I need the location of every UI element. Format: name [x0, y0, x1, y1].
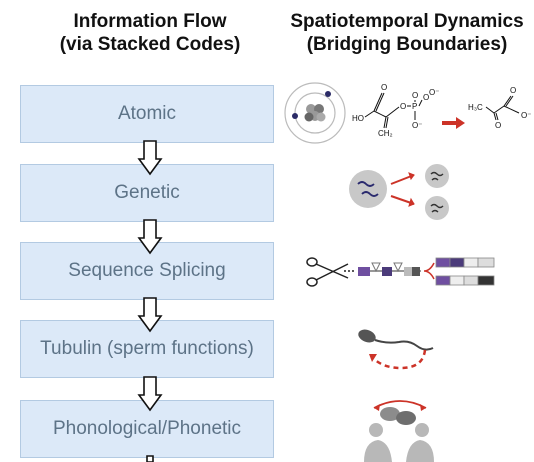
people-icon — [364, 423, 434, 462]
svg-text:H₃C: H₃C — [468, 103, 483, 112]
right-title-line-2: (Bridging Boundaries) — [306, 34, 508, 55]
spliced-mrna-isoform-icon — [435, 275, 495, 286]
molecule-pep: HO O O P O O⁻ O O⁻ CH₂ — [352, 83, 439, 138]
flow-arrow-down-icon — [137, 376, 163, 412]
sperm-icon — [358, 329, 434, 351]
molecule-pyruvate: H₃C O O O⁻ — [468, 86, 531, 130]
pre-mrna-exons-icon — [358, 262, 421, 276]
motion-dashed-arrow-icon — [372, 349, 427, 370]
scissors-icon — [306, 257, 356, 287]
sperm-illustration — [358, 329, 434, 370]
level-label: Atomic — [117, 103, 177, 124]
flow-arrow-down-icon — [137, 297, 163, 333]
daughter-cell-icon — [425, 196, 449, 220]
reaction-arrow-icon — [442, 117, 465, 129]
splice-branch-arrows-icon — [423, 262, 435, 280]
right-column-title: Spatiotemporal Dynamics (Bridging Bounda… — [282, 10, 532, 56]
level-box-phonological: Phonological/Phonetic — [20, 400, 274, 458]
svg-text:CH₂: CH₂ — [378, 129, 393, 138]
level-label: Sequence Splicing — [68, 260, 226, 281]
left-column-title: Information Flow (via Stacked Codes) — [20, 10, 280, 56]
left-title-line-1: Information Flow — [73, 11, 227, 32]
spliced-mrna-isoform-icon — [435, 257, 495, 268]
daughter-cell-icon — [425, 164, 449, 188]
conversation-illustration — [364, 400, 434, 462]
level-box-tubulin: Tubulin (sperm functions) — [20, 320, 274, 378]
svg-text:O: O — [495, 121, 501, 130]
svg-text:O: O — [412, 91, 418, 100]
splicing-illustration — [306, 257, 495, 287]
svg-text:O: O — [400, 102, 406, 111]
speech-bubbles-icon — [380, 407, 416, 425]
svg-text:P: P — [412, 102, 417, 111]
flow-arrow-down-icon — [137, 140, 163, 176]
svg-text:O⁻: O⁻ — [521, 111, 531, 120]
svg-text:O: O — [423, 93, 429, 102]
flow-arrow-down-icon — [137, 219, 163, 255]
atomic-illustration: HO O O P O O⁻ O O⁻ CH₂ H₃C O O O⁻ — [284, 82, 531, 144]
level-label: Phonological/Phonetic — [52, 418, 242, 439]
svg-text:O: O — [510, 86, 516, 95]
level-label: Tubulin (sperm functions) — [40, 338, 254, 359]
right-title-line-1: Spatiotemporal Dynamics — [290, 11, 524, 32]
exchange-arrow-icon — [373, 400, 427, 409]
svg-text:O: O — [381, 83, 387, 92]
level-box-atomic: Atomic — [20, 85, 274, 143]
genetic-illustration — [349, 164, 449, 220]
level-label: Genetic — [114, 182, 180, 203]
atom-icon — [284, 82, 346, 144]
svg-text:O⁻: O⁻ — [429, 88, 439, 97]
svg-text:O⁻: O⁻ — [412, 121, 422, 130]
svg-text:HO: HO — [352, 114, 364, 123]
flow-arrow-stub-icon — [146, 455, 154, 462]
left-title-line-2: (via Stacked Codes) — [59, 34, 241, 55]
parent-cell-icon — [349, 170, 387, 208]
